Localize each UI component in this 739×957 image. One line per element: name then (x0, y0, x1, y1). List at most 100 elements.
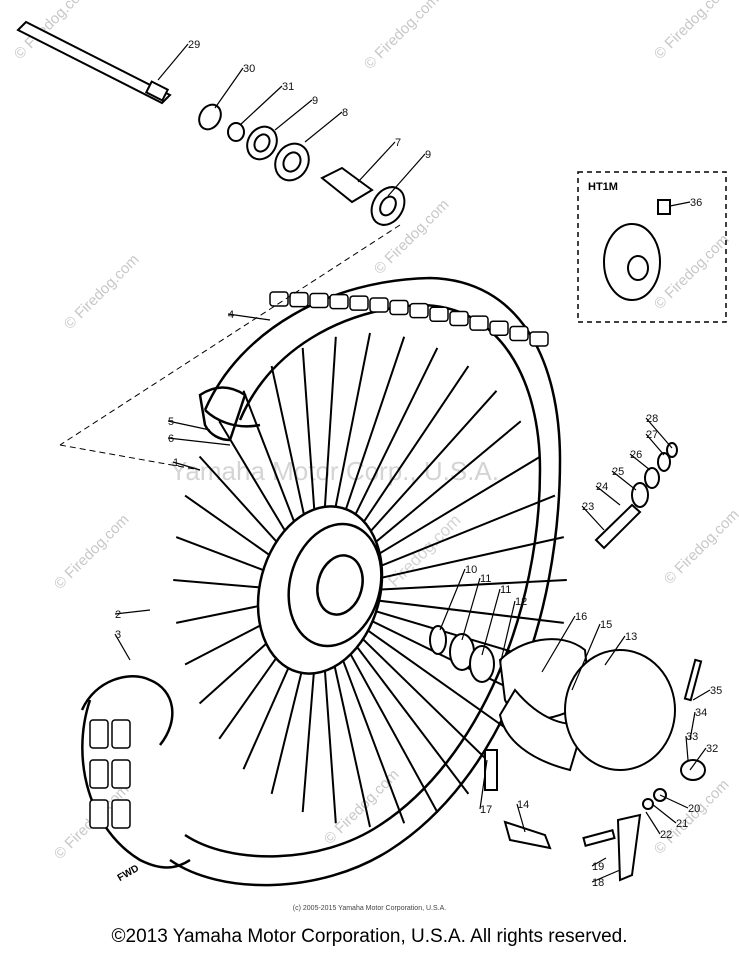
tire-tread (89, 291, 549, 829)
callout-number: 11 (500, 584, 511, 596)
callout-number: 23 (582, 501, 594, 513)
callout-number: 28 (646, 413, 658, 425)
callout-leader (581, 505, 605, 531)
callout-leader (214, 67, 244, 109)
callout-number: 16 (575, 611, 587, 623)
callout-number: 26 (630, 449, 642, 461)
callout-leader (571, 623, 601, 691)
callout-leader (227, 313, 271, 321)
callout-number: 29 (188, 39, 200, 51)
model-label: HT1M (588, 181, 618, 193)
callout-leader (114, 609, 151, 615)
callout-leader (692, 689, 711, 701)
callout-leaders (114, 43, 711, 883)
callout-number: 1 (173, 457, 179, 469)
callout-leader (595, 485, 621, 506)
callout-number: 27 (646, 429, 658, 441)
callout-leader (591, 857, 607, 867)
callout-leader (387, 153, 426, 197)
callout-number: 34 (695, 707, 707, 719)
watermark-center: Yamaha Motor Corp., U.S.A. (170, 456, 499, 486)
callout-leader (114, 633, 131, 661)
hub-spacer-bearings (198, 103, 406, 226)
callout-number: 11 (480, 573, 491, 585)
callout-number: 10 (465, 564, 477, 576)
watermark-text: © Firedog.com (361, 0, 443, 73)
copyright-notice: ©2013 Yamaha Motor Corporation, U.S.A. A… (111, 926, 628, 947)
axle-part (16, 20, 172, 105)
callout-leader (357, 141, 396, 183)
callout-number: 30 (243, 63, 255, 75)
callout-number: 9 (312, 95, 318, 107)
watermark-text: © Firedog.com (651, 776, 733, 858)
watermark-text: © Firedog.com (61, 251, 143, 333)
callout-leader (689, 747, 707, 771)
callout-number: 6 (168, 433, 174, 445)
callout-leader (167, 420, 211, 431)
callout-number: 35 (710, 685, 722, 697)
callout-number: 5 (168, 416, 174, 428)
callout-leader (481, 588, 501, 656)
brake-assembly (429, 625, 706, 882)
callout-number: 8 (342, 107, 348, 119)
callout-leader (669, 201, 691, 207)
callout-number: 17 (480, 804, 492, 816)
callout-number: 12 (515, 596, 527, 608)
callout-number: 19 (592, 861, 604, 873)
watermark-text: © Firedog.com (651, 231, 733, 313)
callout-number: 9 (425, 149, 431, 161)
callout-number: 21 (676, 818, 688, 830)
callout-leader (629, 453, 651, 471)
callout-number: 22 (660, 829, 672, 841)
callout-leader (611, 470, 637, 491)
callout-number: 14 (517, 799, 529, 811)
watermark-diagonal: Firedog.com (384, 511, 464, 591)
callout-leader (541, 615, 576, 673)
callout-leader (645, 433, 665, 456)
callout-number: 3 (115, 629, 121, 641)
callout-number: 37 (0, 0, 12, 3)
fine-print: (c) 2005-2015 Yamaha Motor Corporation, … (292, 905, 447, 912)
callout-number: 20 (688, 803, 700, 815)
watermark-text: © Firedog.com (51, 511, 133, 593)
callout-number: 15 (600, 619, 612, 631)
brake-cam-parts (594, 442, 678, 550)
callout-number: 31 (282, 81, 294, 93)
callout-leader (689, 711, 696, 741)
callout-leader (172, 461, 201, 471)
callout-leader (645, 811, 661, 835)
watermark-text: © Firedog.com (651, 0, 733, 63)
callout-leader (645, 417, 673, 449)
callout-number: 4 (228, 309, 234, 321)
callout-leader (461, 577, 481, 641)
callout-leader (591, 869, 621, 883)
hub-part (256, 505, 384, 675)
watermark-text: © Firedog.com (661, 506, 739, 588)
callout-leader (274, 99, 313, 131)
callout-leader (651, 803, 677, 824)
callout-labels: 1234567899101111121314151617181920212223… (0, 0, 722, 889)
callout-leader (604, 635, 626, 666)
assembly-guide-lines (59, 224, 401, 471)
callout-number: 32 (706, 743, 718, 755)
callout-number: 7 (395, 137, 401, 149)
callout-number: 36 (690, 197, 702, 209)
callout-number: 18 (592, 877, 604, 889)
callout-leader (157, 43, 189, 81)
callout-leader (167, 437, 231, 446)
callout-leader (516, 803, 526, 833)
callout-number: 13 (625, 631, 637, 643)
callout-number: 33 (686, 731, 698, 743)
callout-number: 2 (115, 609, 121, 621)
callout-leader (479, 759, 488, 810)
callout-number: 24 (596, 481, 608, 493)
callout-leader (659, 794, 689, 809)
callout-leader (304, 111, 343, 143)
model-inset-box (577, 171, 727, 323)
callout-leader (439, 568, 466, 631)
callout-leader (685, 735, 689, 761)
callout-number: 25 (612, 466, 624, 478)
callout-leader (499, 600, 516, 666)
callout-leader (239, 85, 283, 126)
